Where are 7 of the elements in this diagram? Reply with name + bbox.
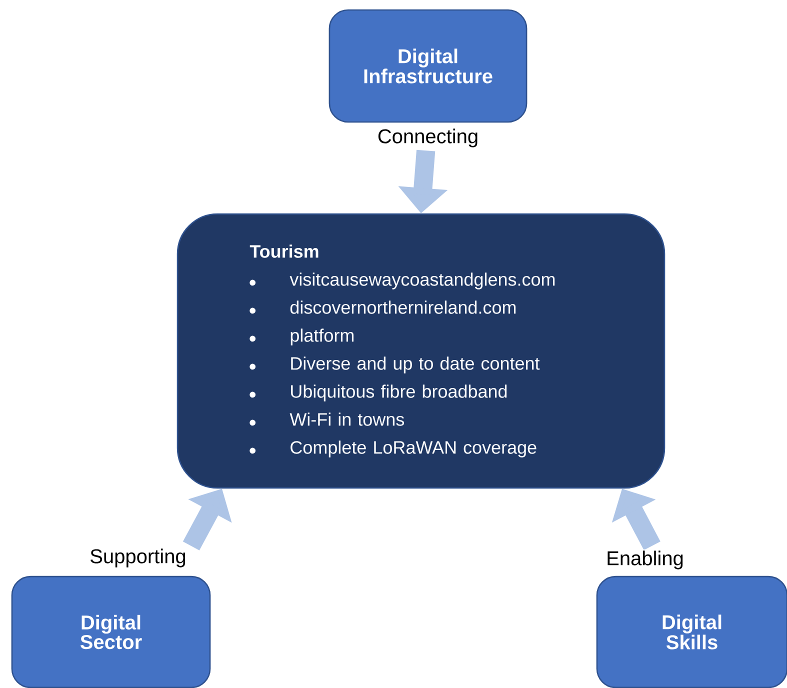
edge-label: Connecting — [378, 128, 478, 148]
content-box: Tourism visitcausewaycoastandglens.com discovernorthernireland.com platform Diverse and up to date content Ubiquitous fibre broadband Wi-Fi in towns Complete LoRaWAN coverage — [176, 213, 666, 489]
process-box: Digital Sector — [11, 576, 211, 688]
edge-label: Supporting — [90, 548, 186, 568]
process-box: Digital Skills — [596, 576, 787, 688]
edge-label: Enabling — [608, 550, 683, 570]
process-box: Digital Infrastructure — [328, 9, 528, 123]
